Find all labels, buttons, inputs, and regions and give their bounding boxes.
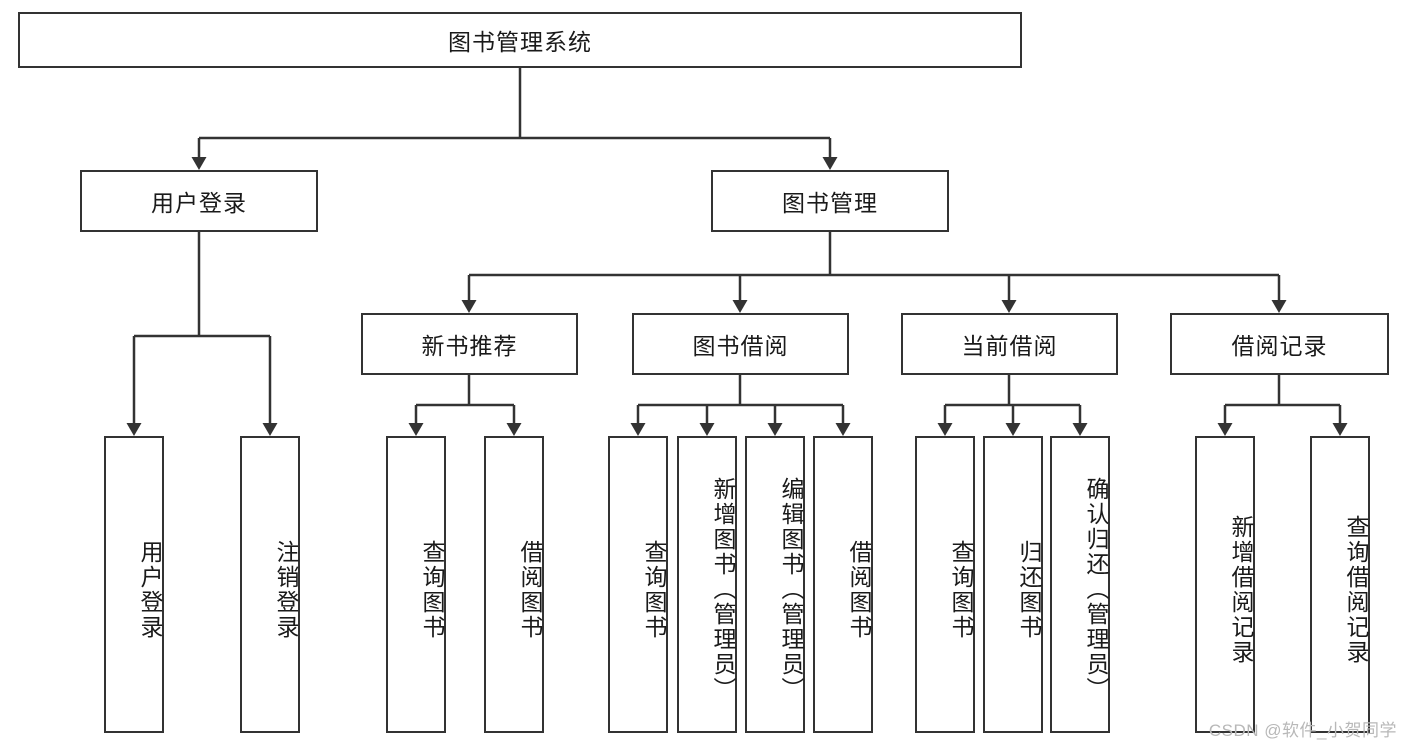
node-label: 用户登录 [137, 539, 163, 640]
node-label: 借阅图书 [846, 539, 872, 640]
watermark: CSDN @软件_小贺同学 [1208, 721, 1397, 740]
node-label: 注销登录 [273, 539, 299, 640]
node-label: 借阅图书 [517, 539, 543, 640]
node-current-borrow[interactable]: 当前借阅 [901, 313, 1118, 375]
leaf-record-add-record[interactable]: 新增借阅记录 [1195, 436, 1255, 733]
node-label: 编辑图书（管理员） [778, 477, 804, 702]
node-user-login[interactable]: 用户登录 [80, 170, 318, 232]
leaf-borrow-borrow-book[interactable]: 借阅图书 [813, 436, 873, 733]
leaf-borrow-edit-book[interactable]: 编辑图书（管理员） [745, 436, 805, 733]
leaf-new-book-query[interactable]: 查询图书 [386, 436, 446, 733]
leaf-record-query-record[interactable]: 查询借阅记录 [1310, 436, 1370, 733]
node-label: 图书管理 [782, 190, 878, 216]
leaf-borrow-query-book[interactable]: 查询图书 [608, 436, 668, 733]
leaf-user-login-logout[interactable]: 注销登录 [240, 436, 300, 733]
node-new-book-recommend[interactable]: 新书推荐 [361, 313, 578, 375]
leaf-current-query-book[interactable]: 查询图书 [915, 436, 975, 733]
node-book-borrow[interactable]: 图书借阅 [632, 313, 849, 375]
node-label: 查询图书 [641, 539, 667, 640]
node-label: 图书管理系统 [448, 29, 592, 55]
node-label: 查询图书 [948, 539, 974, 640]
node-label: 确认归还（管理员） [1083, 477, 1109, 702]
node-label: 借阅记录 [1231, 333, 1328, 359]
node-label: 图书借阅 [692, 333, 789, 359]
node-label: 归还图书 [1016, 539, 1042, 640]
node-borrow-record[interactable]: 借阅记录 [1170, 313, 1389, 375]
leaf-new-book-borrow[interactable]: 借阅图书 [484, 436, 544, 733]
node-label: 当前借阅 [961, 333, 1058, 359]
leaf-borrow-add-book[interactable]: 新增图书（管理员） [677, 436, 737, 733]
node-label: 查询借阅记录 [1343, 514, 1369, 665]
node-label: 查询图书 [419, 539, 445, 640]
node-label: 新增借阅记录 [1228, 514, 1254, 665]
node-book-management[interactable]: 图书管理 [711, 170, 949, 232]
leaf-current-confirm-return[interactable]: 确认归还（管理员） [1050, 436, 1110, 733]
node-book-management-system[interactable]: 图书管理系统 [18, 12, 1022, 68]
node-label: 用户登录 [151, 190, 247, 216]
node-label: 新书推荐 [421, 333, 518, 359]
node-label: 新增图书（管理员） [710, 477, 736, 702]
leaf-user-login-login[interactable]: 用户登录 [104, 436, 164, 733]
leaf-current-return-book[interactable]: 归还图书 [983, 436, 1043, 733]
